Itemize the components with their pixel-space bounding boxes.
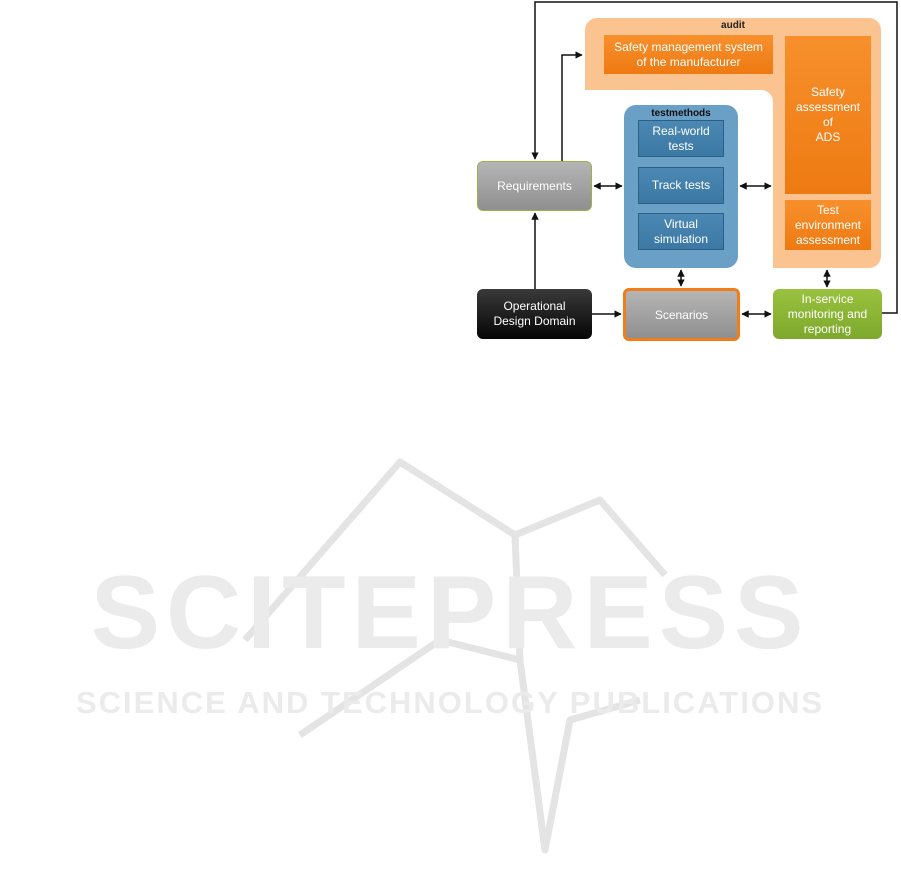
virtual-simulation-box: Virtual simulation <box>638 213 724 250</box>
audit-title: audit <box>585 20 881 32</box>
real-world-tests-box: Real-world tests <box>638 120 724 157</box>
testmethods-title: testmethods <box>624 108 738 120</box>
watermark-title: SCITEPRESS <box>91 555 810 671</box>
in-service-box: In-service monitoring and reporting <box>773 289 882 339</box>
requirements-box: Requirements <box>477 161 592 211</box>
track-tests-box: Track tests <box>638 167 724 204</box>
scenarios-box: Scenarios <box>623 288 740 341</box>
safety-management-box: Safety management system of the manufact… <box>604 35 773 74</box>
test-environment-box: Test environment assessment <box>785 200 871 250</box>
odd-box: Operational Design Domain <box>477 289 592 339</box>
safety-assessment-box: Safety assessment of ADS <box>785 36 871 194</box>
watermark-subtitle: SCIENCE AND TECHNOLOGY PUBLICATIONS <box>76 685 824 720</box>
